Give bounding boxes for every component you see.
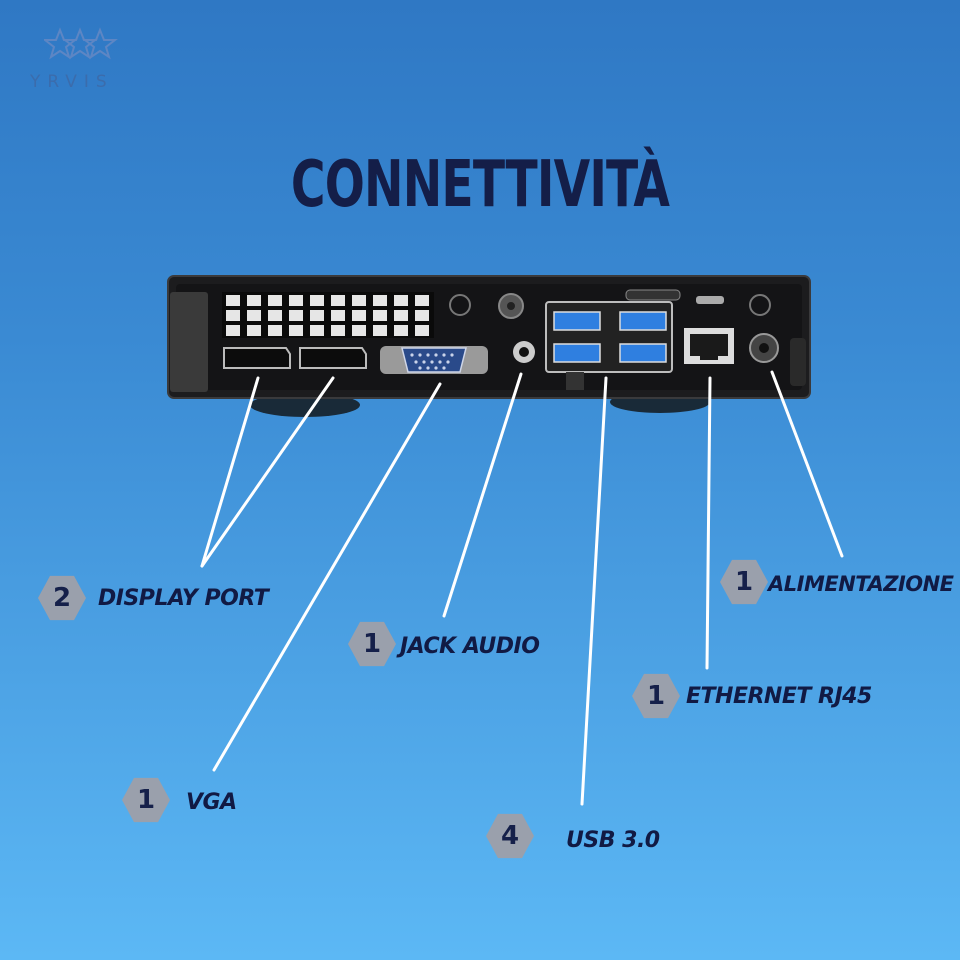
label-displayport: DISPLAY PORT xyxy=(98,586,269,611)
vent-slot xyxy=(331,295,345,306)
vent-slot xyxy=(226,310,240,321)
page-title: CONNETTIVITÀ xyxy=(290,148,670,222)
vent-slot xyxy=(289,310,303,321)
vent-slot xyxy=(373,325,387,336)
ethernet-port xyxy=(684,328,734,364)
count-badge-ethernet: 1 xyxy=(632,673,680,719)
stars-icon xyxy=(42,27,118,60)
vent-slot xyxy=(415,295,429,306)
vent-slot xyxy=(373,310,387,321)
brand-logo xyxy=(42,26,144,96)
vent-slot xyxy=(331,310,345,321)
vga-port xyxy=(380,346,488,374)
vent-slot xyxy=(415,310,429,321)
vent-slot xyxy=(394,295,408,306)
count-badge-jack-audio: 1 xyxy=(348,621,396,667)
leader-lines xyxy=(200,370,844,806)
count-badge-power: 1 xyxy=(720,559,768,605)
count-badge-displayport: 2 xyxy=(38,575,86,621)
label-usb: USB 3.0 xyxy=(566,828,660,853)
brand-name: YRVIS xyxy=(30,72,114,92)
vent-slot xyxy=(247,310,261,321)
vent-slot xyxy=(289,295,303,306)
vent-slot xyxy=(247,325,261,336)
vent-slot xyxy=(226,295,240,306)
vent-slot xyxy=(352,295,366,306)
displayport-ports xyxy=(223,347,367,369)
vent-slot xyxy=(415,325,429,336)
vent-slot xyxy=(394,310,408,321)
vent-slot xyxy=(352,310,366,321)
label-jack-audio: JACK AUDIO xyxy=(400,634,540,659)
vent-slot xyxy=(310,295,324,306)
vent-slot xyxy=(247,295,261,306)
vent-slot xyxy=(226,325,240,336)
vent-slot xyxy=(310,325,324,336)
vent-slot xyxy=(268,295,282,306)
label-power: ALIMENTAZIONE xyxy=(768,572,954,596)
vent-slot xyxy=(331,325,345,336)
label-vga: VGA xyxy=(186,790,237,815)
vent-slot xyxy=(268,310,282,321)
label-ethernet: ETHERNET RJ45 xyxy=(686,684,872,709)
vent-slot xyxy=(289,325,303,336)
count-badge-usb: 4 xyxy=(486,813,534,859)
vent-slot xyxy=(394,325,408,336)
count-badge-vga: 1 xyxy=(122,777,170,823)
usb-ports xyxy=(545,301,673,390)
vent-slot xyxy=(310,310,324,321)
vent-slot xyxy=(373,295,387,306)
vent-slot xyxy=(268,325,282,336)
vent-slot xyxy=(352,325,366,336)
